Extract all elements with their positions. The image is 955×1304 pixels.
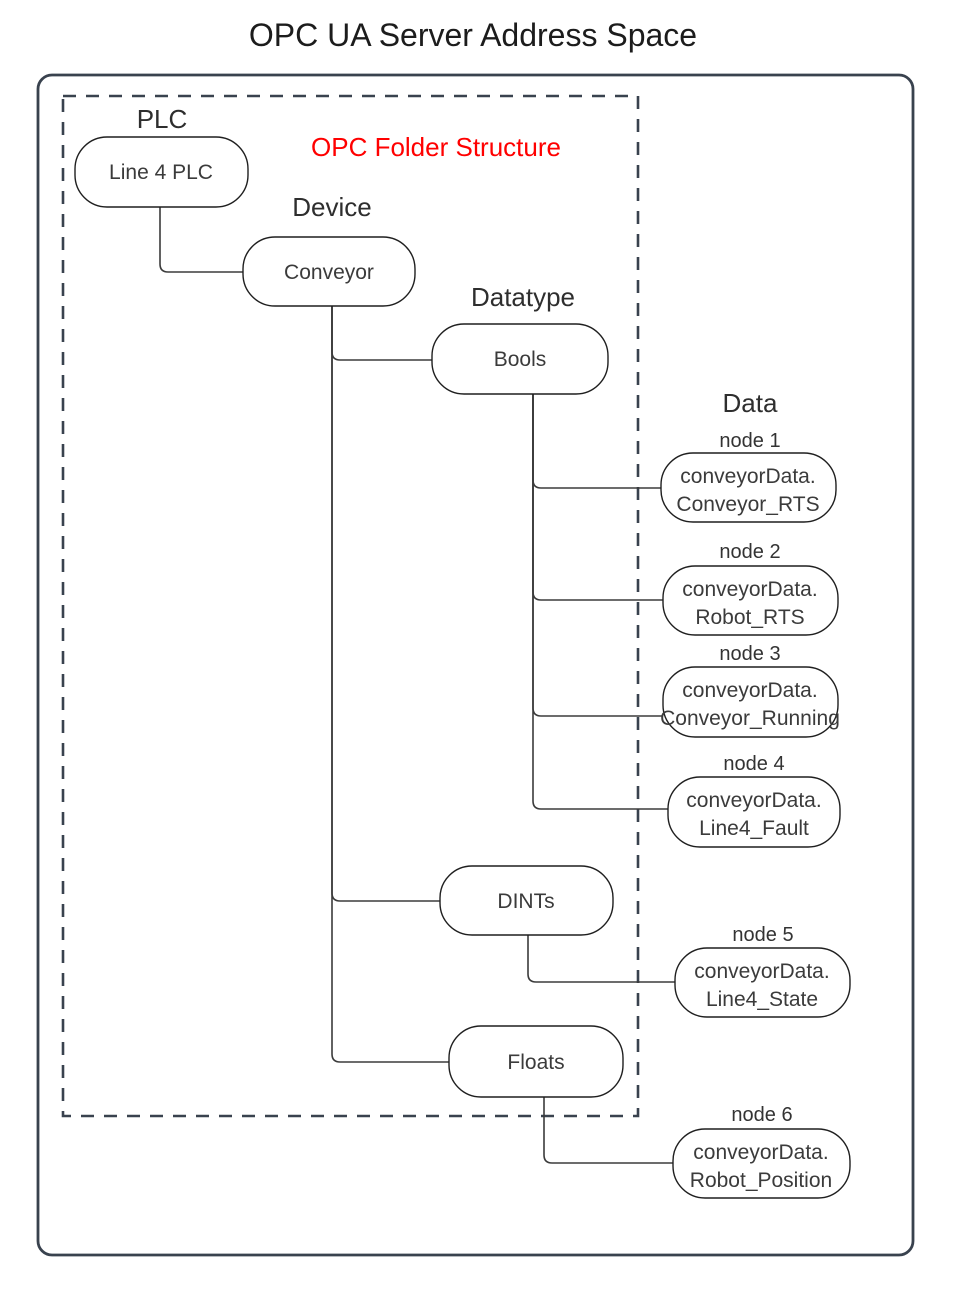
- data-node-1-shape: [660, 452, 837, 523]
- node-dints-shape: [439, 865, 614, 936]
- data-node-6-line1: conveyorData.: [693, 1141, 828, 1164]
- address-space-frame: [36, 73, 915, 1257]
- data-node-1-caption: node 1: [719, 430, 780, 452]
- node-line4-plc-shape: [74, 136, 249, 208]
- level-label-device: Device: [292, 192, 371, 222]
- level-label-data: Data: [723, 388, 778, 418]
- node-bools-shape: [431, 323, 609, 395]
- data-node-6-caption: node 6: [731, 1104, 792, 1126]
- data-node-1: node 1 conveyorData. Conveyor_RTS: [660, 430, 837, 523]
- data-node-4-line2: Line4_Fault: [699, 817, 809, 840]
- data-node-3-shape: [662, 666, 839, 738]
- page-title: OPC UA Server Address Space: [249, 17, 697, 53]
- node-dints: DINTs: [439, 865, 614, 936]
- data-node-4-caption: node 4: [723, 753, 784, 775]
- data-node-3-caption: node 3: [719, 643, 780, 665]
- data-node-5-line2: Line4_State: [706, 988, 818, 1011]
- data-node-5: node 5 conveyorData. Line4_State: [674, 924, 851, 1018]
- connectors: [159, 207, 675, 1164]
- node-line4-plc: Line 4 PLC: [74, 136, 249, 208]
- data-node-2-line2: Robot_RTS: [695, 606, 804, 629]
- edge-bools-to-node2: [532, 394, 663, 601]
- node-bools: Bools: [431, 323, 609, 395]
- node-conveyor: Conveyor: [242, 236, 416, 307]
- node-dints-label: DINTs: [497, 890, 554, 913]
- opc-folder-structure-label: OPC Folder Structure: [311, 132, 561, 162]
- node-line4-plc-label: Line 4 PLC: [109, 161, 213, 184]
- data-node-2-caption: node 2: [719, 541, 780, 563]
- data-node-6-shape: [672, 1128, 851, 1199]
- edge-conveyor-to-bools: [331, 306, 432, 361]
- level-label-plc: PLC: [137, 104, 188, 134]
- level-label-datatype: Datatype: [471, 282, 575, 312]
- edge-bools-to-node4: [532, 394, 668, 810]
- node-floats-shape: [448, 1025, 624, 1098]
- data-node-4-shape: [667, 776, 841, 848]
- edge-bools-to-node1: [532, 394, 661, 489]
- data-node-6: node 6 conveyorData. Robot_Position: [672, 1104, 851, 1199]
- data-node-1-line2: Conveyor_RTS: [676, 493, 819, 516]
- edge-bools-to-node3: [532, 394, 663, 717]
- data-node-5-shape: [674, 947, 851, 1018]
- data-node-2: node 2 conveyorData. Robot_RTS: [662, 541, 839, 636]
- data-node-2-shape: [662, 565, 839, 636]
- data-node-2-line1: conveyorData.: [682, 578, 817, 601]
- data-node-5-caption: node 5: [732, 924, 793, 946]
- edge-conveyor-to-floats: [331, 306, 449, 1063]
- edge-floats-to-node6: [543, 1097, 673, 1164]
- edge-dints-to-node5: [527, 935, 675, 983]
- data-node-4: node 4 conveyorData. Line4_Fault: [667, 753, 841, 848]
- edge-plc-to-conveyor: [159, 207, 243, 273]
- data-node-5-line1: conveyorData.: [694, 960, 829, 983]
- node-conveyor-shape: [242, 236, 416, 307]
- data-node-4-line1: conveyorData.: [686, 789, 821, 812]
- data-node-1-line1: conveyorData.: [680, 465, 815, 488]
- node-floats-label: Floats: [507, 1051, 564, 1074]
- data-node-3: node 3 conveyorData. Conveyor_Running: [660, 643, 840, 738]
- data-node-3-line2: Conveyor_Running: [660, 707, 840, 730]
- node-bools-label: Bools: [494, 348, 547, 371]
- edge-conveyor-to-dints: [331, 306, 440, 902]
- node-conveyor-label: Conveyor: [284, 261, 374, 284]
- opc-folder-structure-boundary: [61, 94, 640, 1118]
- data-node-3-line1: conveyorData.: [682, 679, 817, 702]
- node-floats: Floats: [448, 1025, 624, 1098]
- data-node-6-line2: Robot_Position: [690, 1169, 832, 1192]
